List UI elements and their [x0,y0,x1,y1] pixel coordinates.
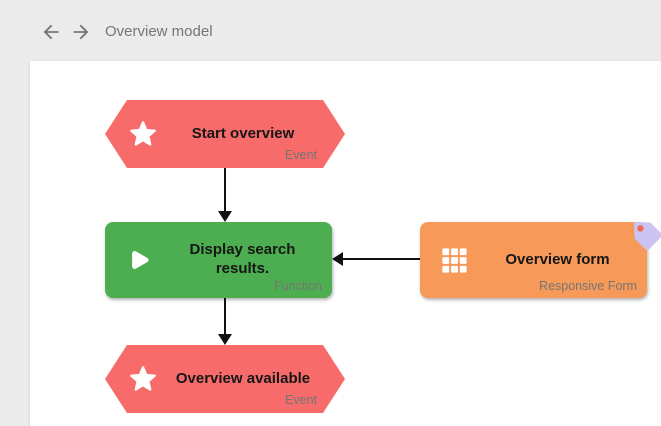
edge-start-to-function[interactable] [217,168,233,222]
node-overview-form[interactable]: Overview form Responsive Form [420,221,661,298]
node-start-overview[interactable]: Start overview Event [105,100,345,168]
arrowhead-left [332,252,343,266]
edge-function-to-available[interactable] [217,298,233,345]
arrow-right-icon [70,21,92,43]
arrowhead-down [218,211,232,222]
edge-line [342,258,420,260]
node-title: Overview form [505,250,610,268]
play-icon [117,245,161,275]
edge-form-to-function[interactable] [332,251,420,267]
node-overview-available[interactable]: Overview available Event [105,345,345,413]
node-type-label: Responsive Form [539,279,637,293]
arrow-left-icon [40,21,62,43]
star-icon [121,120,165,148]
node-type-label: Event [285,393,317,407]
node-title: Display search results. [189,241,296,277]
node-type-label: Event [285,148,317,162]
diagram-canvas[interactable]: Start overview Event Display search resu… [30,61,661,426]
page-title: Overview model [105,23,213,40]
node-display-search-results[interactable]: Display search results. Function [105,222,332,298]
header-bar: Overview model [0,0,661,61]
forward-button[interactable] [69,20,93,44]
back-button[interactable] [39,20,63,44]
arrowhead-down [218,334,232,345]
node-title: Overview available [175,369,311,387]
star-icon [121,365,165,393]
grid-icon [432,246,476,275]
edge-line [224,298,226,335]
edge-line [224,168,226,212]
node-title: Start overview [191,124,295,142]
node-type-label: Function [274,279,322,293]
